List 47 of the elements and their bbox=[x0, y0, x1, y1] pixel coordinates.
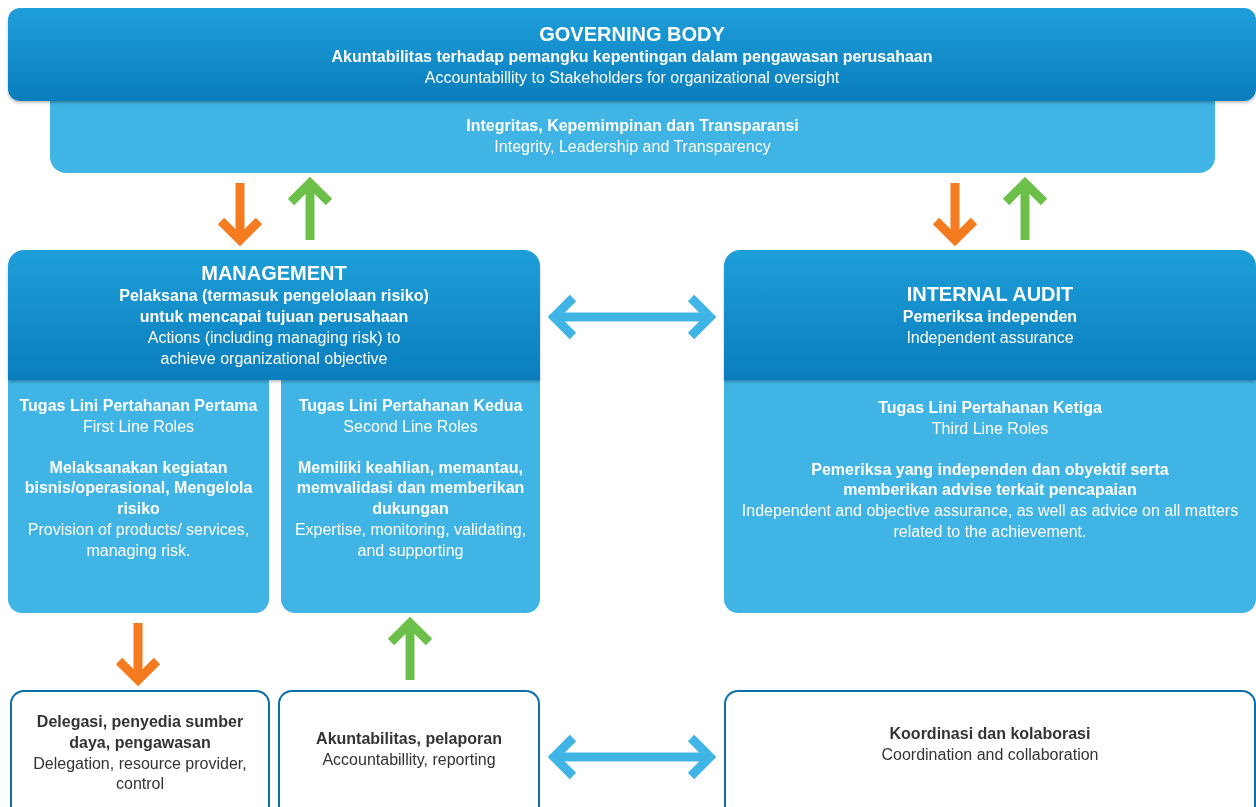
outlined-box bbox=[278, 690, 540, 807]
subtitle: Akuntabilitas terhadap pemangku kepentingan dalam pengawasan perusahaan bbox=[331, 46, 933, 67]
translation-text: Accountabillity to Stakeholders for organizational oversight bbox=[424, 67, 840, 88]
arrow bbox=[931, 183, 979, 245]
translation-text: Accountabillity, reporting bbox=[322, 749, 496, 770]
translation-text: Independent assurance bbox=[906, 328, 1074, 348]
translation-text: Provision of products/ services, managing risk. bbox=[26, 520, 251, 561]
outlined-box bbox=[10, 690, 270, 807]
arrow bbox=[1001, 178, 1049, 240]
subtitle: Pelaksana (termasuk pengelolaan risiko) untuk mencapai tujuan perusahaan bbox=[118, 286, 430, 328]
translation-text: First Line Roles bbox=[82, 416, 195, 437]
arrow bbox=[286, 178, 334, 240]
arrow bbox=[114, 623, 162, 685]
header-box bbox=[724, 250, 1256, 380]
header-box bbox=[8, 8, 1256, 101]
section-title: GOVERNING BODY bbox=[539, 21, 725, 47]
heading-text: Integritas, Kepemimpinan dan Transparansi bbox=[466, 116, 799, 137]
double-arrow bbox=[549, 733, 715, 781]
heading-text: Tugas Lini Pertahanan Pertama bbox=[19, 396, 258, 416]
arrow bbox=[386, 618, 434, 680]
banner-box bbox=[50, 101, 1215, 173]
role-panel bbox=[724, 380, 1256, 613]
double-arrow bbox=[549, 293, 715, 341]
role-panel bbox=[8, 380, 269, 613]
header-box bbox=[8, 250, 540, 380]
translation-text: Second Line Roles bbox=[343, 416, 478, 437]
section-title: INTERNAL AUDIT bbox=[906, 282, 1074, 308]
outlined-box bbox=[724, 690, 1256, 807]
heading-text: Delegasi, penyedia sumber daya, pengawasan bbox=[35, 711, 245, 753]
translation-text: Coordination and collaboration bbox=[881, 744, 1099, 765]
translation-text: Delegation, resource provider, control bbox=[32, 753, 248, 795]
translation-text: Independent and objective assurance, as well as advice on all matters related to the achievement. bbox=[740, 501, 1240, 542]
role-panel bbox=[281, 380, 540, 613]
heading-text: Akuntabilitas, pelaporan bbox=[316, 728, 502, 749]
translation-text: Actions (including managing risk) to achieve organizational objective bbox=[146, 328, 402, 369]
subtitle: Pemeriksa independen bbox=[902, 307, 1078, 328]
translation-text: Integrity, Leadership and Transparency bbox=[494, 137, 771, 157]
heading-text: Melaksanakan kegiatan bisnis/operasional, Mengelola risiko bbox=[23, 457, 254, 520]
heading-text: Memiliki keahlian, memantau, memvalidasi dan memberikan dukungan bbox=[295, 457, 526, 520]
heading-text: Tugas Lini Pertahanan Ketiga bbox=[878, 398, 1102, 418]
heading-text: Tugas Lini Pertahanan Kedua bbox=[298, 396, 523, 416]
translation-text: Third Line Roles bbox=[931, 418, 1049, 439]
heading-text: Koordinasi dan kolaborasi bbox=[889, 723, 1091, 744]
translation-text: Expertise, monitoring, validating, and supporting bbox=[293, 520, 528, 561]
section-title: MANAGEMENT bbox=[201, 261, 347, 287]
arrow bbox=[216, 183, 264, 245]
heading-text: Pemeriksa yang independen dan obyektif serta memberikan advise terkait pencapaian bbox=[810, 459, 1170, 501]
